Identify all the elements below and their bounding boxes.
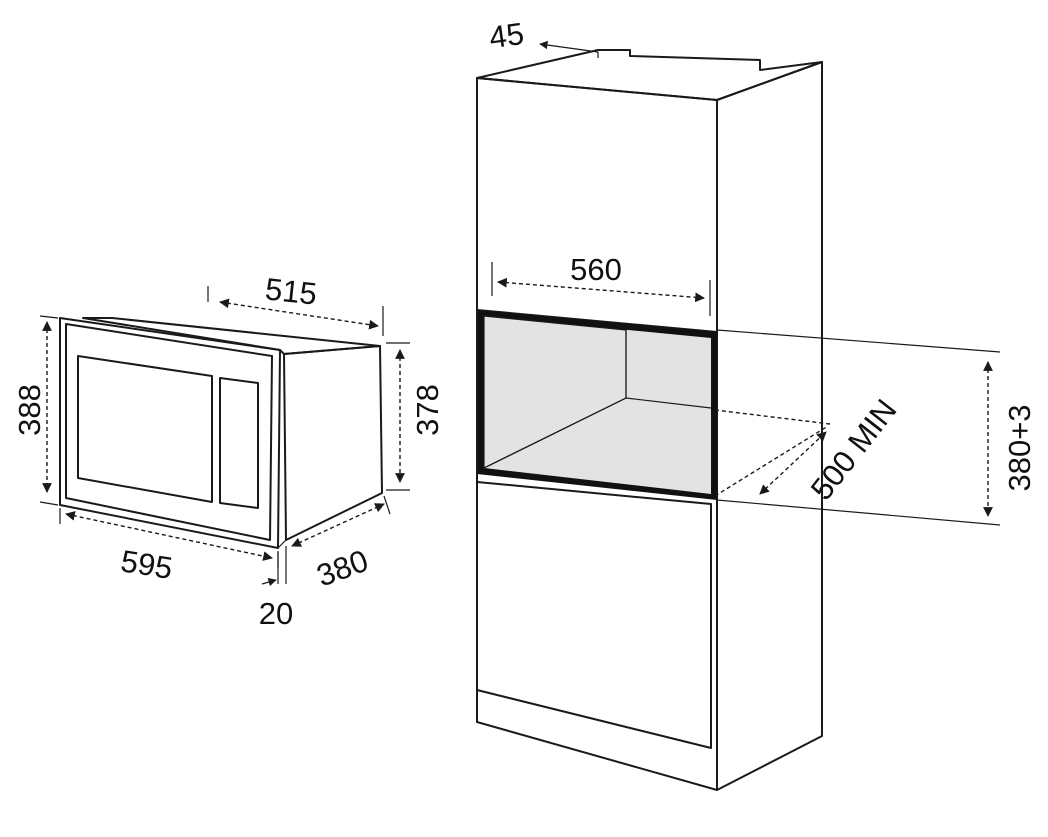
dim-appliance-body-height: 378 [410,384,445,436]
dim-niche-height: 380+3 [1002,404,1037,491]
appliance-door-window [77,355,213,503]
cabinet-drawing: 45 560 500 MIN 380+3 [476,16,1037,791]
cabinet-upper-front [476,77,718,333]
appliance-control-panel [219,377,259,509]
dim-niche-depth: 500 MIN [804,393,904,507]
dim-appliance-width: 595 [118,543,175,586]
niche-interior [484,316,711,494]
cabinet-side [716,61,823,791]
dim-appliance-height: 388 [12,384,47,436]
dim-appliance-depth-top: 515 [264,271,319,311]
dim-niche-width: 560 [570,252,622,287]
dim-front-thickness: 20 [259,596,293,631]
cabinet-lower-door [476,481,712,749]
dim-appliance-body-depth: 380 [312,543,373,594]
appliance-body-side [283,345,383,541]
appliance-drawing: 388 515 378 595 380 20 [12,271,445,631]
dim-cabinet-top-gap: 45 [487,16,526,55]
